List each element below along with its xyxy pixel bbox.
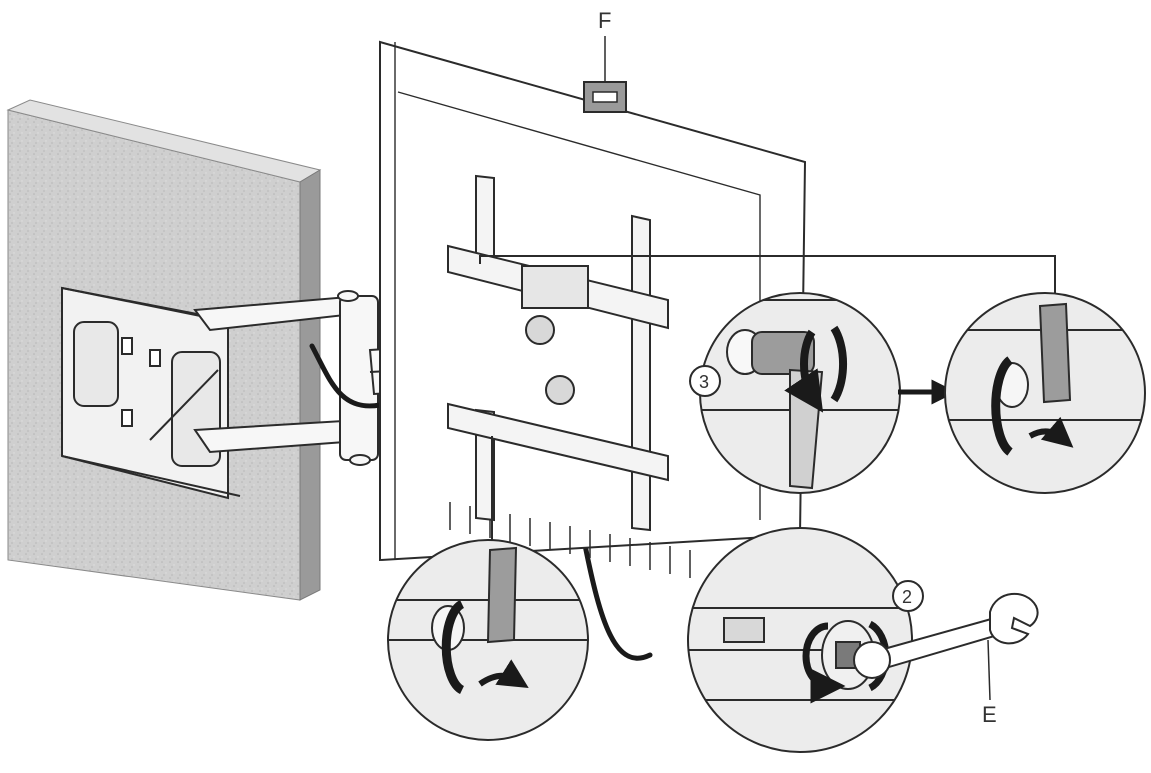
detail-circle-step-2	[687, 527, 913, 753]
step-2-label: 2	[902, 587, 912, 607]
label-f: F	[598, 8, 611, 33]
detail-circle-step-3	[699, 292, 901, 494]
step-2-badge	[892, 580, 924, 612]
mounting-rails	[447, 174, 669, 532]
step-3-badge	[689, 365, 721, 397]
wrench-e-leader	[987, 639, 991, 701]
detail-circle-top-right	[944, 292, 1146, 494]
callout-leaders	[479, 255, 1056, 540]
tv-vents	[449, 502, 691, 578]
wall-plate	[61, 286, 241, 500]
detail-circle-bottom-left	[387, 539, 589, 741]
step-3-label: 3	[699, 372, 709, 392]
label-e: E	[982, 702, 997, 727]
wrench-e	[852, 592, 1039, 679]
bracket-f	[583, 36, 627, 113]
